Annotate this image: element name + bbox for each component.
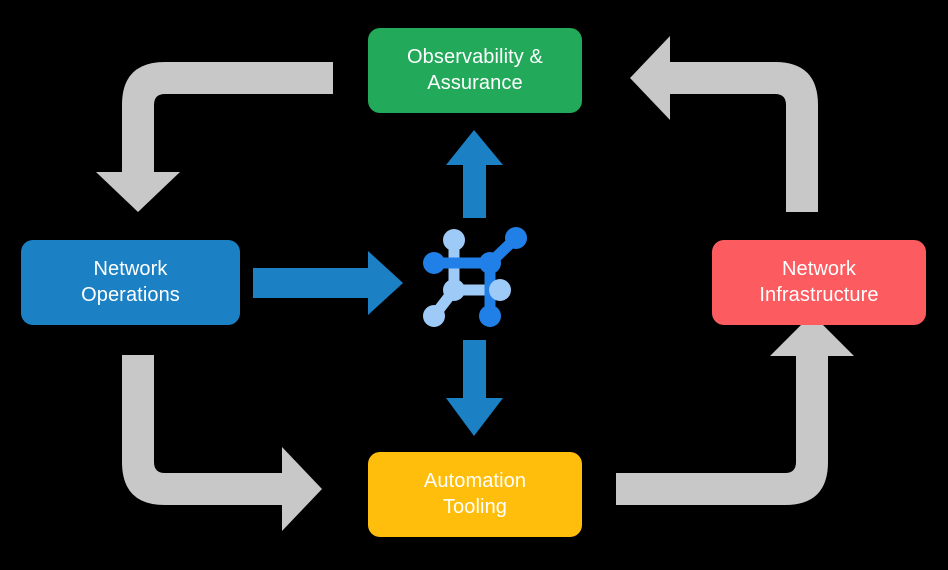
node-automation-tooling[interactable]: Automation Tooling xyxy=(368,452,582,537)
node-operations-label: Network Operations xyxy=(81,257,180,306)
node-network-infrastructure[interactable]: Network Infrastructure xyxy=(712,240,926,325)
blue-arrow-center-to-observability xyxy=(446,130,503,218)
gray-arrow-automation-to-infrastructure xyxy=(616,314,854,505)
node-observability-label: Observability & Assurance xyxy=(407,45,543,94)
node-automation-label: Automation Tooling xyxy=(423,469,527,518)
node-observability-assurance[interactable]: Observability & Assurance xyxy=(368,28,582,113)
blue-arrow-operations-to-center xyxy=(253,251,403,315)
node-infrastructure-label: Network Infrastructure xyxy=(759,257,879,306)
gray-arrow-operations-to-automation xyxy=(122,355,322,531)
network-icon-light-nodes xyxy=(423,229,511,327)
node-network-operations[interactable]: Network Operations xyxy=(21,240,240,325)
network-topology-icon xyxy=(423,227,527,327)
gray-arrow-infrastructure-to-observability xyxy=(630,36,818,212)
blue-arrow-center-to-automation xyxy=(446,340,503,436)
network-icon-dark-nodes xyxy=(423,227,527,327)
gray-arrow-observability-to-operations xyxy=(96,62,333,212)
